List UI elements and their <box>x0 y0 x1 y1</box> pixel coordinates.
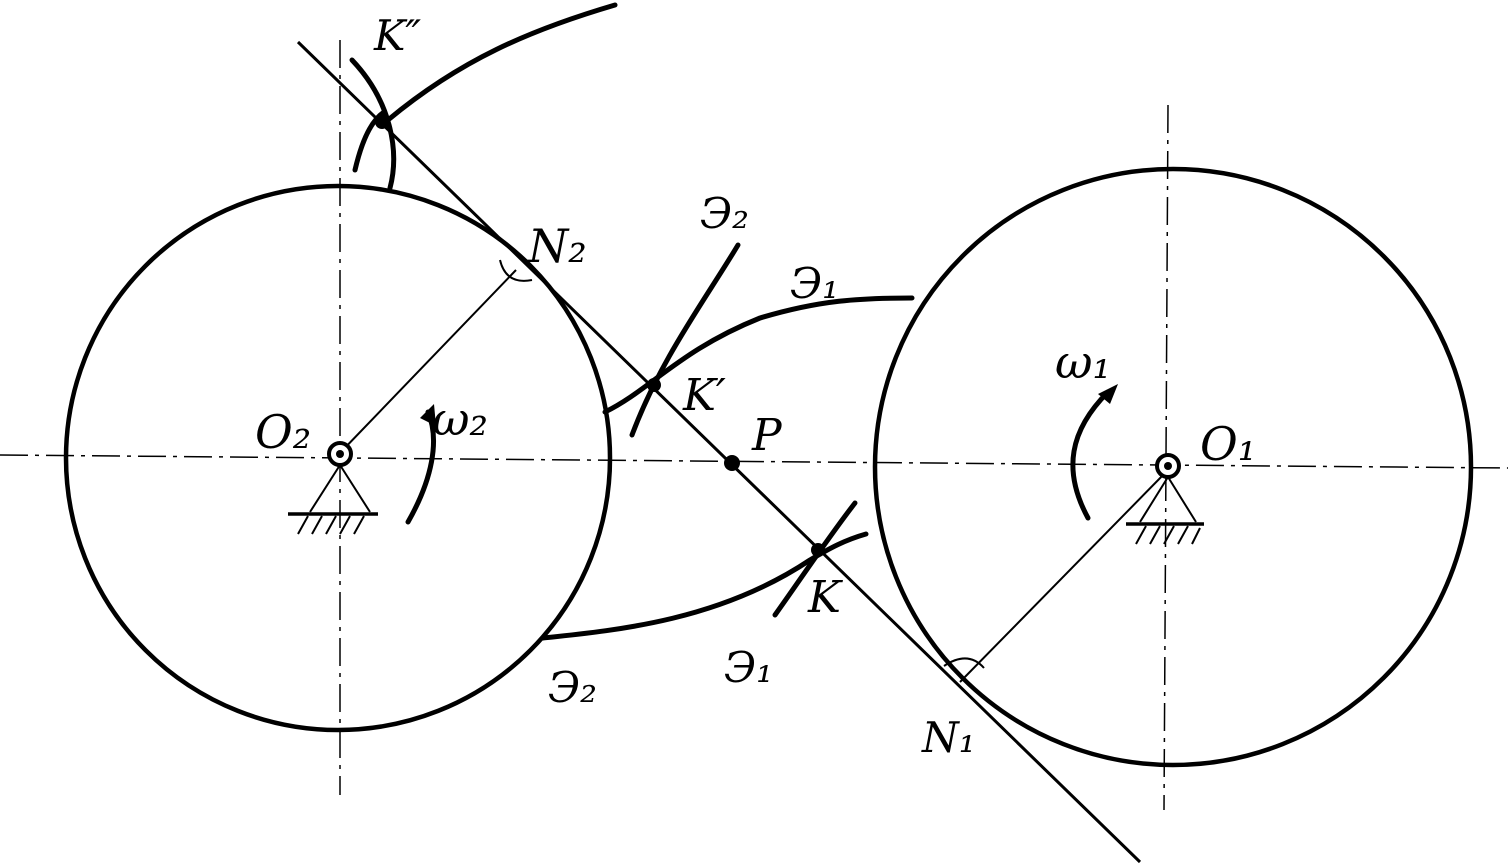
omega2-arrowhead <box>420 404 436 426</box>
label-e2-bottom: Э₂ <box>548 663 597 712</box>
support-o2-hatch <box>297 515 365 535</box>
omega2-arc <box>405 409 436 525</box>
omega1-arrowhead <box>1098 384 1118 404</box>
involute-e2-bottom <box>540 531 869 641</box>
pivot-o2-center <box>336 450 344 458</box>
label-o1: O₁ <box>1200 417 1256 471</box>
label-p: P <box>751 410 783 461</box>
point-p <box>724 455 740 471</box>
right-angle-mark-n2 <box>499 259 533 282</box>
radius-o2-n2 <box>337 269 517 456</box>
label-k-double-prime: K″ <box>373 11 421 60</box>
label-e1-bottom: Э₁ <box>724 643 773 692</box>
involute-e1-bottom <box>772 500 858 618</box>
involute-arc-k-double-prime-right <box>349 57 397 191</box>
label-e1-top: Э₁ <box>790 259 839 308</box>
label-k: K <box>807 572 843 623</box>
label-omega2: ω₂ <box>432 392 488 446</box>
support-o1-hatch <box>1135 525 1201 545</box>
label-k-prime: K′ <box>682 370 726 421</box>
involute-arc-k-double-prime-left <box>352 109 387 173</box>
support-o2 <box>309 464 371 513</box>
point-k-prime <box>647 378 661 392</box>
base-circle-gear-1 <box>872 166 1474 768</box>
axis-vertical-o1 <box>1163 104 1169 811</box>
label-n1: N₁ <box>921 713 976 762</box>
involute-e1-top <box>602 295 915 415</box>
support-o1 <box>1139 476 1197 523</box>
center-line-horizontal <box>0 454 1508 469</box>
involute-e2-top <box>629 242 741 438</box>
right-angle-mark-n1 <box>943 657 985 669</box>
radius-o1-n1 <box>959 469 1169 683</box>
involute-upper-long <box>385 2 618 123</box>
line-of-action <box>296 40 1142 864</box>
point-k <box>811 543 825 557</box>
pivot-o1-center <box>1164 462 1172 470</box>
point-k-double-prime <box>375 115 389 129</box>
label-o2: O₂ <box>255 405 311 459</box>
base-circle-gear-2 <box>63 183 613 733</box>
label-omega1: ω₁ <box>1055 335 1111 389</box>
omega1-arc <box>1070 389 1111 521</box>
label-n2: N₂ <box>527 219 587 273</box>
label-e2-top: Э₂ <box>700 189 749 238</box>
